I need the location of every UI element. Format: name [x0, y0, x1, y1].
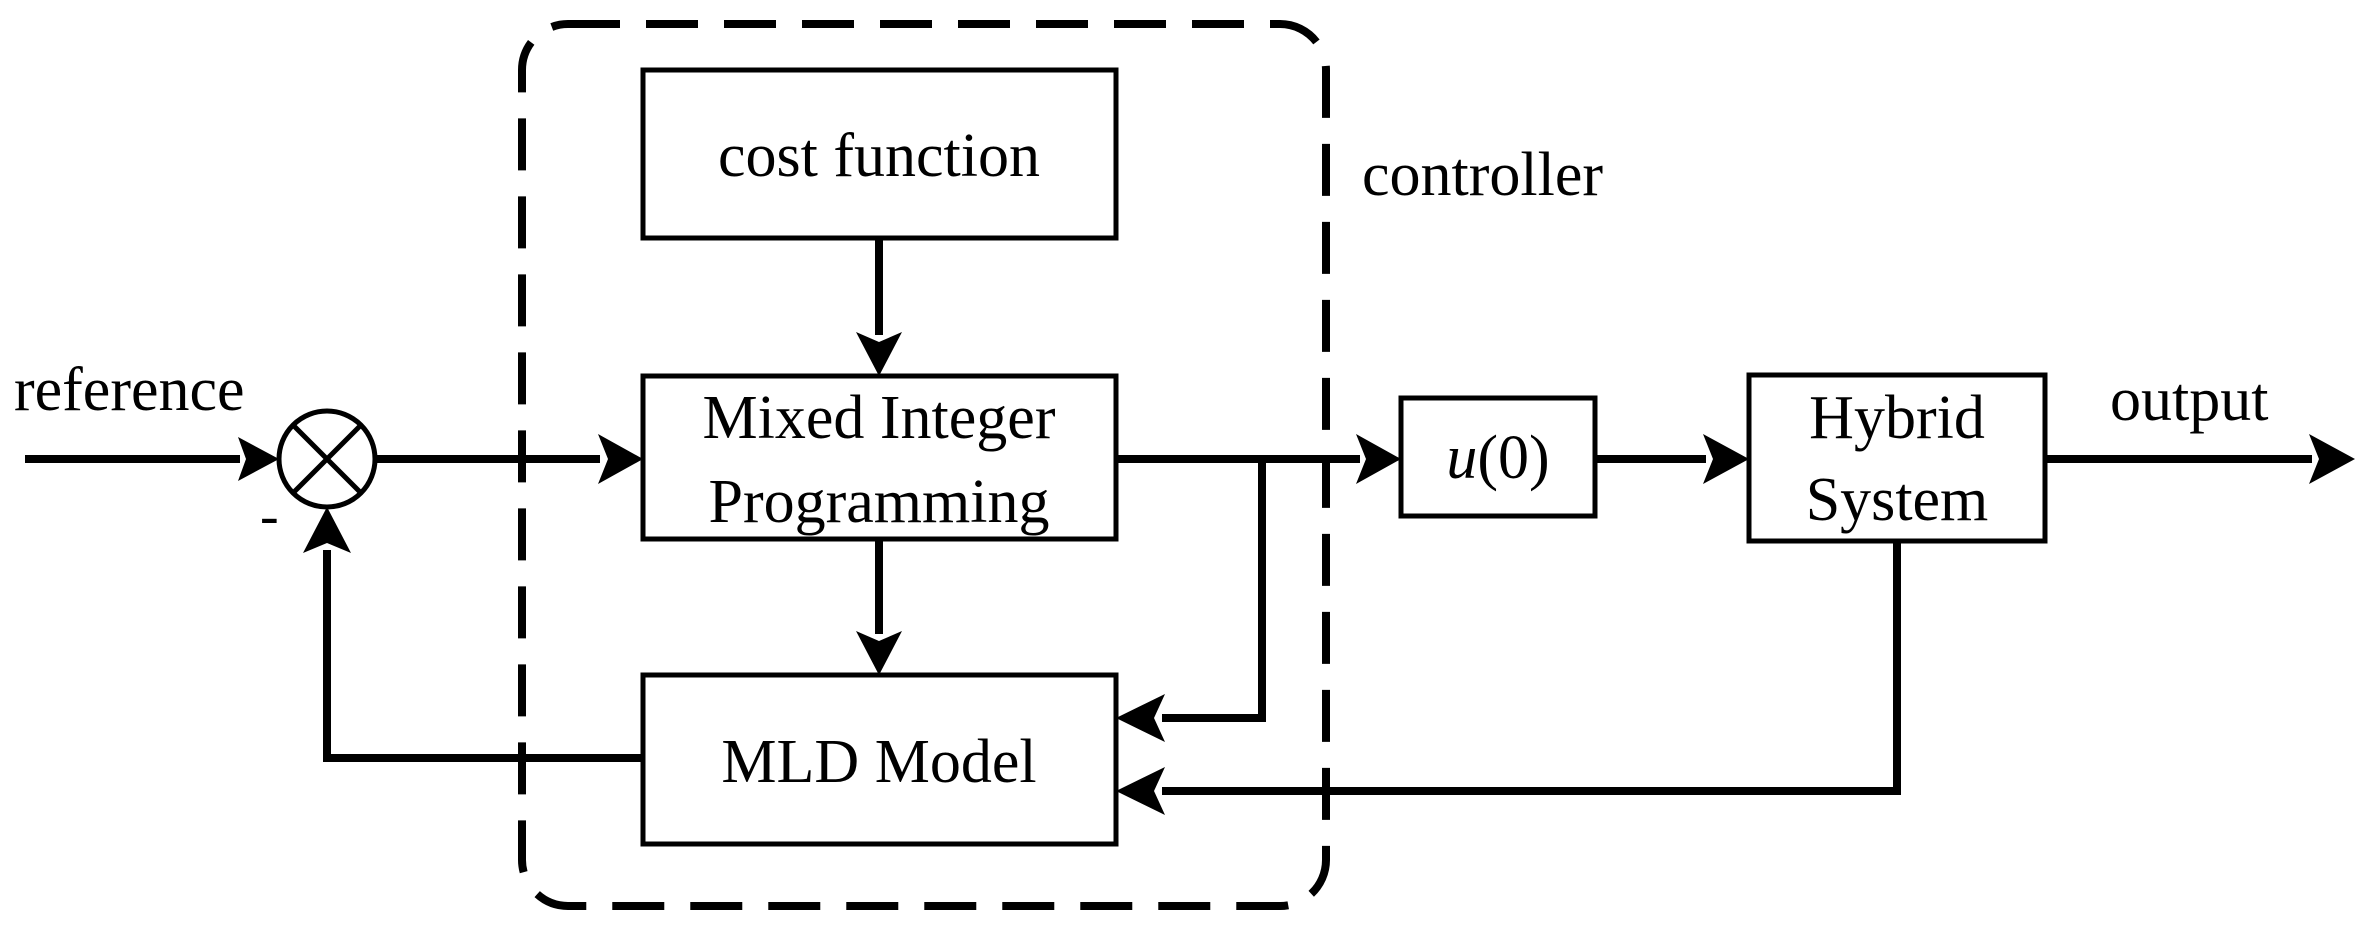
- u0-label: u(0): [1446, 424, 1549, 492]
- reference-arrow: [238, 437, 279, 481]
- hybrid-feedback-wire: [1162, 541, 1901, 795]
- mip-to-mld-arrow: [856, 631, 902, 675]
- mld-model-block: MLD Model: [640, 672, 1119, 847]
- mld-feedback-wire: [323, 550, 643, 762]
- output-arrow: [2309, 434, 2355, 484]
- cost-function-label: cost function: [718, 122, 1040, 190]
- branch-to-mld-arrow: [1116, 694, 1165, 742]
- mld-model-label: MLD Model: [721, 728, 1036, 796]
- hybrid-system-block: Hybrid System: [1746, 372, 2048, 544]
- mip-to-u0-arrow: [1356, 434, 1401, 484]
- hybrid-feedback-arrow: [1116, 767, 1165, 815]
- branch-to-mld-wire: [1162, 459, 1266, 722]
- u0-argument: (0): [1477, 424, 1549, 492]
- mip-block: Mixed Integer Programming: [640, 373, 1119, 542]
- reference-label: reference: [14, 356, 245, 424]
- hybrid-label-line2: System: [1806, 466, 1989, 534]
- u0-to-hybrid-arrow: [1703, 434, 1749, 484]
- mip-label-line1: Mixed Integer: [703, 384, 1056, 452]
- u0-block: u(0): [1398, 395, 1598, 519]
- output-label: output: [2110, 366, 2268, 434]
- controller-boundary: [518, 20, 1330, 910]
- circle-cross-icon: [276, 408, 378, 510]
- cost-to-mip-arrow: [856, 332, 902, 376]
- u0-variable: u: [1446, 424, 1477, 492]
- cost-function-block: cost function: [640, 67, 1119, 241]
- mld-feedback-arrow: [303, 507, 351, 553]
- junction-to-mip-arrow: [598, 434, 643, 484]
- minus-sign: -: [260, 485, 279, 547]
- mip-label-line2: Programming: [709, 468, 1050, 536]
- hybrid-label-line1: Hybrid: [1809, 384, 1985, 452]
- controller-label: controller: [1362, 141, 1603, 209]
